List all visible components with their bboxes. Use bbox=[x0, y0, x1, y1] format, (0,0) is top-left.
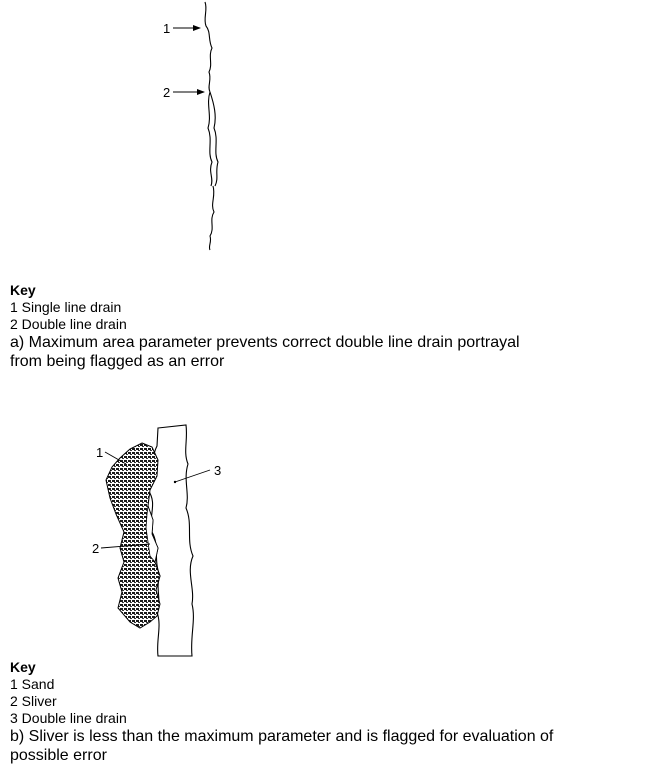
figure-a-caption-line1: a) Maximum area parameter prevents corre… bbox=[10, 334, 520, 351]
figure-b-caption-line1: b) Sliver is less than the maximum param… bbox=[10, 728, 554, 745]
key-item-2: 2 Sliver bbox=[10, 693, 57, 709]
figure-a-drawing: 1 2 bbox=[163, 1, 219, 251]
callout-2-label: 2 bbox=[163, 85, 170, 100]
callout-b-3-dot bbox=[173, 480, 177, 484]
key-title: Key bbox=[10, 659, 36, 675]
single-line-drain-lower bbox=[208, 185, 215, 251]
callout-b-3-label: 3 bbox=[214, 463, 221, 478]
double-line-drain-right bbox=[209, 91, 219, 187]
key-item-1: 1 Sand bbox=[10, 676, 55, 692]
callout-b-2-leader bbox=[100, 543, 151, 549]
key-item-3: 3 Double line drain bbox=[10, 710, 127, 726]
key-item-2: 2 Double line drain bbox=[10, 316, 127, 332]
key-item-1: 1 Single line drain bbox=[10, 299, 122, 315]
figure-a-caption-line2: from being flagged as an error bbox=[10, 353, 225, 370]
callout-b-1-leader bbox=[104, 451, 127, 465]
callout-b-2-label: 2 bbox=[92, 541, 99, 556]
sand-polygon bbox=[105, 442, 161, 629]
callout-1-label: 1 bbox=[163, 21, 170, 36]
figure-b-key-block: Key 1 Sand 2 Sliver 3 Double line drain … bbox=[10, 659, 650, 765]
single-line-drain bbox=[204, 1, 213, 93]
double-line-drain-left bbox=[207, 91, 213, 187]
figure-a-key-block: Key 1 Single line drain 2 Double line dr… bbox=[10, 282, 650, 371]
key-title: Key bbox=[10, 282, 36, 298]
figure-b-drawing: 1 2 3 bbox=[92, 424, 221, 657]
callout-b-3-leader bbox=[174, 469, 211, 483]
callout-b-1-label: 1 bbox=[96, 445, 103, 460]
figure-b-caption-line2: possible error bbox=[10, 747, 107, 764]
sliver-polygon bbox=[145, 505, 159, 563]
